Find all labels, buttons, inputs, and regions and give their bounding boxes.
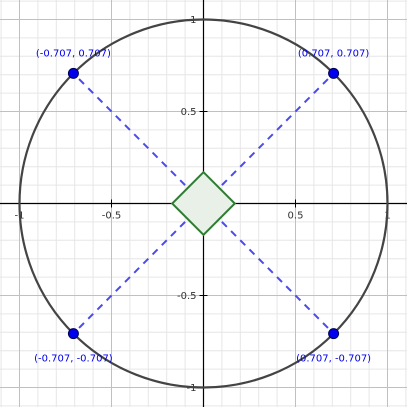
y-tick-label: 0.5 [181,107,197,118]
dashed-radius [202,72,335,205]
right-angle-square [170,170,237,237]
unit-circle [18,18,389,389]
circle-layer [18,18,389,389]
x-tick-label: 0.5 [288,211,304,222]
y-tick-label: -1 [187,383,197,394]
right-angle-marker [170,170,237,237]
x-tick-label: -0.5 [102,211,122,222]
data-point[interactable] [328,328,340,340]
dashed-radius [202,202,335,335]
point-labels: (0.707, 0.707) (-0.707, 0.707) (-0.707, -0… [34,48,371,364]
y-tick-label: -0.5 [177,291,197,302]
points-layer [67,67,340,340]
point-label: (0.707, -0.707) [296,354,371,365]
dashed-radius [72,72,205,205]
data-point[interactable] [328,67,340,79]
data-point[interactable] [67,67,79,79]
data-point[interactable] [67,328,79,340]
dashed-radius [72,202,205,335]
point-label: (-0.707, -0.707) [34,354,113,365]
dashed-radii [72,72,335,335]
point-label: (-0.707, 0.707) [36,48,111,59]
point-label: (0.707, 0.707) [298,48,370,59]
